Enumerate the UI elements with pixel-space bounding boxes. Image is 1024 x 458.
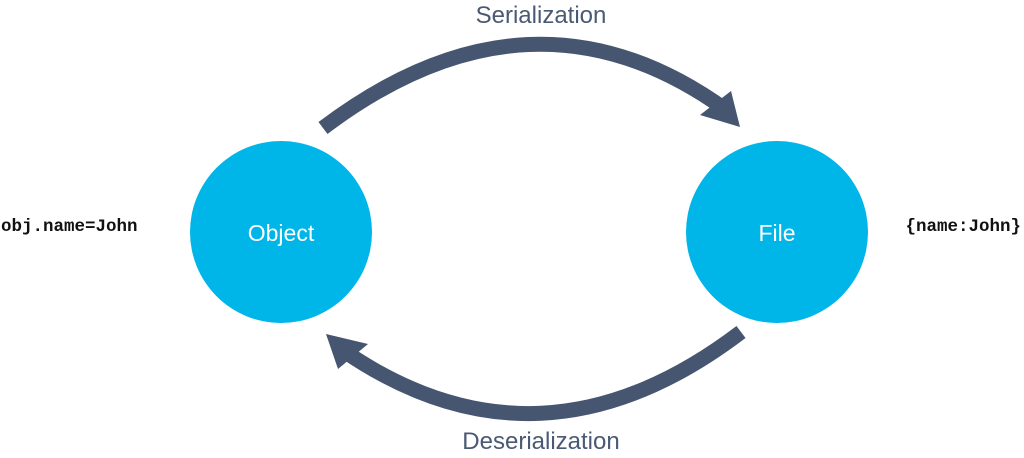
object-node-circle (190, 141, 372, 323)
deserialization-arrowhead-icon (326, 334, 368, 369)
object-code-annotation: obj.name=John (1, 217, 138, 237)
serialization-arrow (318, 36, 740, 134)
file-node-circle (686, 141, 868, 323)
object-node-label: Object (248, 220, 315, 246)
file-node-label: File (758, 220, 795, 246)
file-node: File (686, 141, 868, 323)
deserialization-arrow-shaft (339, 326, 746, 422)
deserialization-label: Deserialization (462, 428, 619, 455)
deserialization-arrow (326, 326, 746, 422)
serialization-label: Serialization (476, 2, 607, 29)
file-code-annotation: {name:John} (905, 217, 1021, 237)
serialization-arrow-shaft (318, 36, 731, 134)
serialization-arrowhead-icon (700, 91, 740, 127)
object-node: Object (190, 141, 372, 323)
